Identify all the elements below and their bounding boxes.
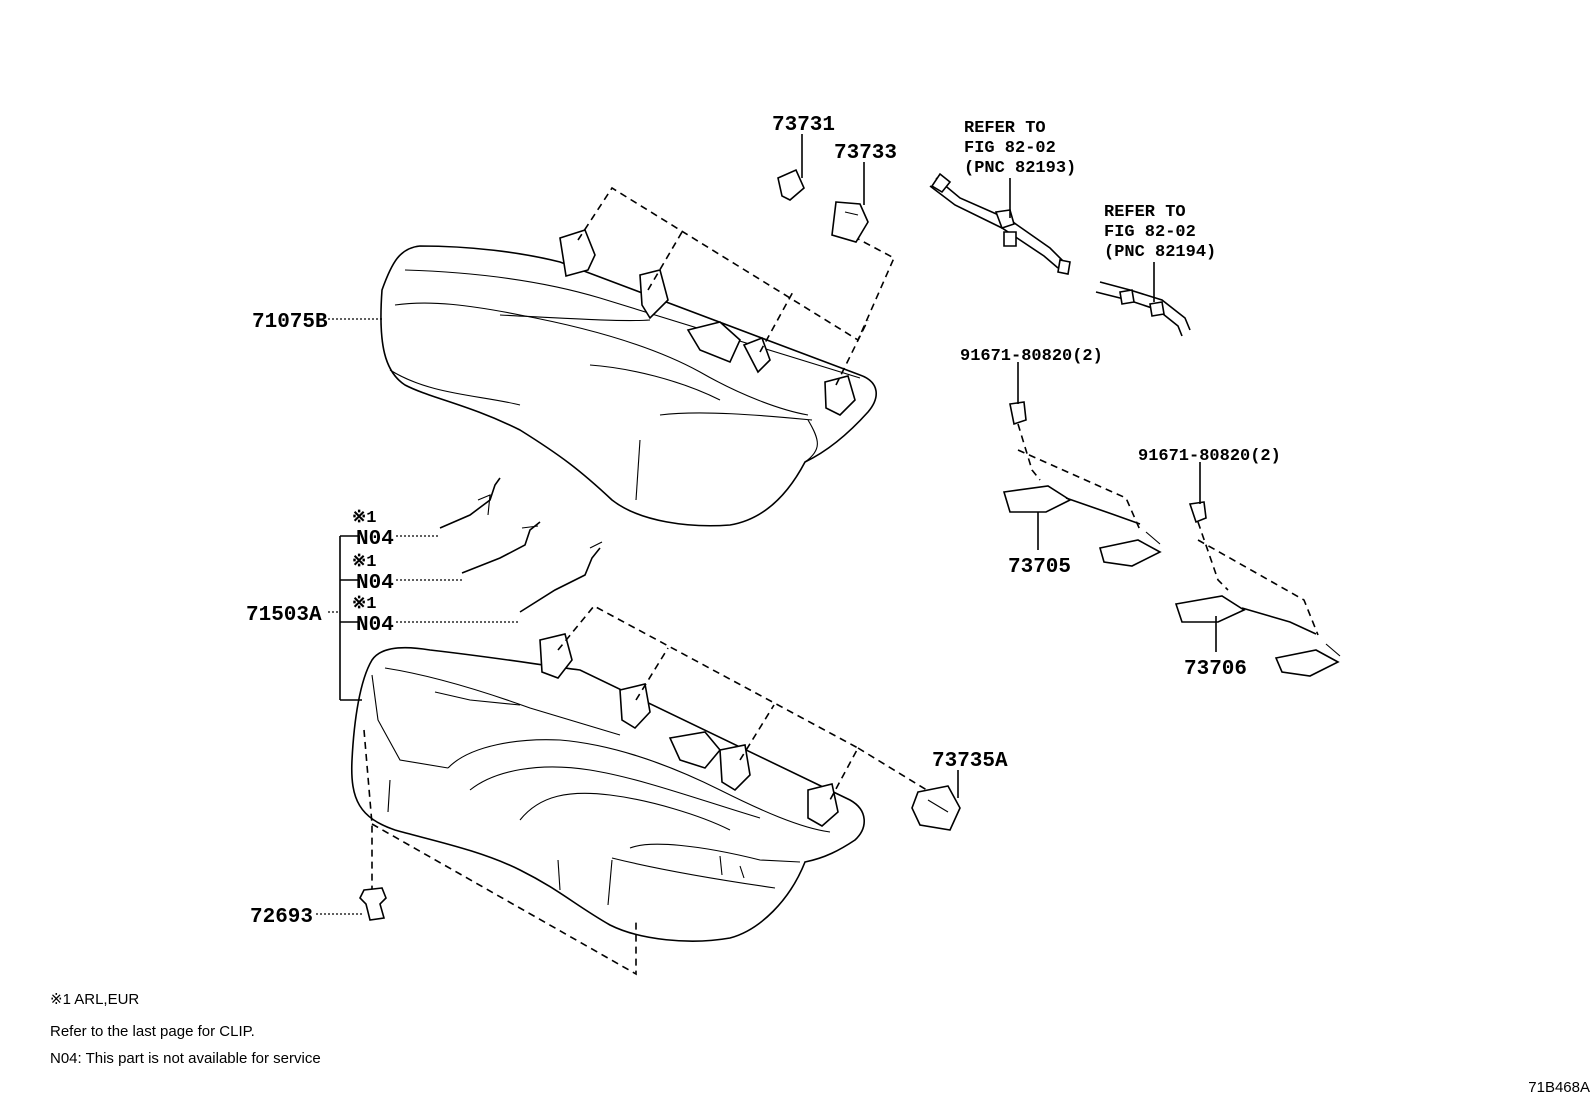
clip-73733 [831, 201, 869, 243]
bracket-73705 [1002, 401, 1162, 567]
seat-cushion-71503A [350, 604, 936, 976]
label-bolt-2: 91671-80820(2) [1138, 447, 1281, 466]
harness-82194 [1095, 281, 1191, 337]
ref2-line3: (PNC 82194) [1104, 243, 1216, 262]
ref1-line3: (PNC 82193) [964, 159, 1076, 178]
figure-code: 71B468A [1528, 1079, 1590, 1096]
label-72693: 72693 [250, 906, 313, 929]
note-clip: Refer to the last page for CLIP. [50, 1023, 255, 1040]
mark-a: ※1 [352, 509, 376, 528]
label-N04-b: N04 [356, 572, 394, 595]
mark-b: ※1 [352, 553, 376, 572]
wire-frames-N04 [439, 477, 603, 613]
label-71075B: 71075B [252, 311, 328, 334]
label-N04-a: N04 [356, 528, 394, 551]
clip-73731 [777, 168, 805, 201]
clip-73735A [911, 785, 961, 831]
label-73733: 73733 [834, 142, 897, 165]
note-n04: N04: This part is not available for serv… [50, 1050, 321, 1067]
ref2-line2: FIG 82-02 [1104, 223, 1196, 242]
ref1-line1: REFER TO [964, 119, 1046, 138]
ref1-line2: FIG 82-02 [964, 139, 1056, 158]
label-73706: 73706 [1184, 658, 1247, 681]
bracket-73706 [1174, 501, 1341, 677]
label-N04-c: N04 [356, 614, 394, 637]
ref2-line1: REFER TO [1104, 203, 1186, 222]
seat-back-cover-71075B [380, 186, 896, 527]
mark-c: ※1 [352, 595, 376, 614]
label-bolt-1: 91671-80820(2) [960, 347, 1103, 366]
label-73735A: 73735A [932, 750, 1008, 773]
label-73731: 73731 [772, 114, 835, 137]
label-71503A: 71503A [246, 604, 322, 627]
note-applicability: ※1 ARL,EUR [50, 991, 139, 1008]
harness-82193 [929, 172, 1071, 275]
label-73705: 73705 [1008, 556, 1071, 579]
clip-72693 [359, 887, 387, 921]
